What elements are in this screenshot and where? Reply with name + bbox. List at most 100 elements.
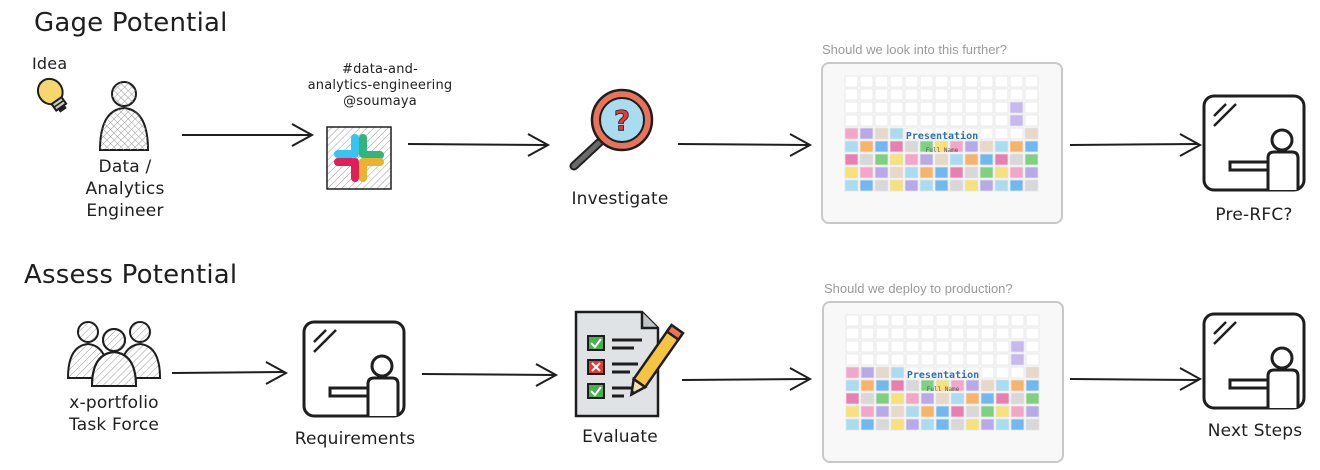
grid-cell [920,392,935,405]
grid-cell [905,353,920,366]
grid-cell [934,179,949,192]
grid-cell [919,127,934,140]
grid-cell [994,166,1009,179]
grid-cell [890,418,905,431]
grid-cell [934,101,949,114]
person-label-line-3: Engineer [86,201,164,221]
investigate-label: Investigate [571,189,669,209]
grid-cell [980,392,995,405]
grid-cell [845,392,860,405]
grid-cell [845,379,860,392]
grid-cell [934,166,949,179]
grid-cell [935,314,950,327]
grid-cell [1010,340,1025,353]
grid-cell [1025,418,1040,431]
grid-cell [919,153,934,166]
grid-cell [859,179,874,192]
grid-cell [874,75,889,88]
grid-cell [935,418,950,431]
grid-cell [859,153,874,166]
grid-cell [875,418,890,431]
grid-cell [979,127,994,140]
grid-cell [889,75,904,88]
grid-cell [874,166,889,179]
grid-cell [905,327,920,340]
grid-cell [845,327,860,340]
grid-cell [1010,418,1025,431]
grid-cell [905,418,920,431]
grid-cell [860,405,875,418]
grid-cell [965,405,980,418]
grid-cell [1025,405,1040,418]
grid-cell [844,166,859,179]
grid-cell [965,353,980,366]
grid-cell [904,88,919,101]
grid-cell [919,101,934,114]
grid-cell [904,101,919,114]
grid-cell [859,166,874,179]
grid-cell [994,153,1009,166]
arrow-right-icon [182,123,315,147]
grid-cell [844,127,859,140]
arrow-right-icon [171,361,289,385]
person-label-line-1: Data / [98,157,152,177]
grid-cell [889,179,904,192]
grid-cell [949,166,964,179]
grid-cell [889,153,904,166]
grid-cell [920,314,935,327]
grid-cell [844,101,859,114]
grid-cell [934,127,949,140]
grid-cell [979,101,994,114]
grid-cell [889,127,904,140]
group-label-line-1: x-portfolio [69,393,159,413]
grid-cell [845,314,860,327]
grid-cell [875,314,890,327]
grid-cell [980,366,995,379]
grid-cell [979,88,994,101]
svg-text:?: ? [614,104,630,137]
arrow-right-icon [677,133,813,157]
grid-cell [920,405,935,418]
presenter-board-icon [1202,312,1306,410]
grid-cell [844,153,859,166]
grid-cell [1010,392,1025,405]
person-label-line-2: Analytics [85,179,165,199]
grid-cell [979,75,994,88]
evaluate-label: Evaluate [582,427,658,447]
grid-cell [1010,314,1025,327]
grid-cell [950,366,965,379]
grid-cell [980,314,995,327]
grid-cell [874,88,889,101]
arrow-right-icon [1069,367,1203,391]
grid-cell [949,88,964,101]
grid-cell [949,140,964,153]
grid-cell [1025,353,1040,366]
person-icon [98,81,150,151]
grid-cell [994,140,1009,153]
grid-cell [875,405,890,418]
grid-cell [874,101,889,114]
grid-cell [995,340,1010,353]
grid-cell [905,366,920,379]
grid-cell [994,101,1009,114]
grid-cell [979,153,994,166]
slack-label-line-1: #data-and- [341,62,418,77]
grid-cell [1024,179,1039,192]
grid-cell [904,140,919,153]
grid-cell [859,114,874,127]
grid-cell [979,179,994,192]
grid-cell [860,379,875,392]
grid-cell [934,88,949,101]
grid-cell [890,353,905,366]
grid-cell [995,392,1010,405]
grid-cell [965,379,980,392]
grid-cell [935,327,950,340]
grid-cell [845,366,860,379]
grid-cell [980,327,995,340]
grid-cell [904,75,919,88]
grid-cell [875,392,890,405]
grid-cell [890,392,905,405]
grid-cell [964,153,979,166]
grid-cell [995,379,1010,392]
